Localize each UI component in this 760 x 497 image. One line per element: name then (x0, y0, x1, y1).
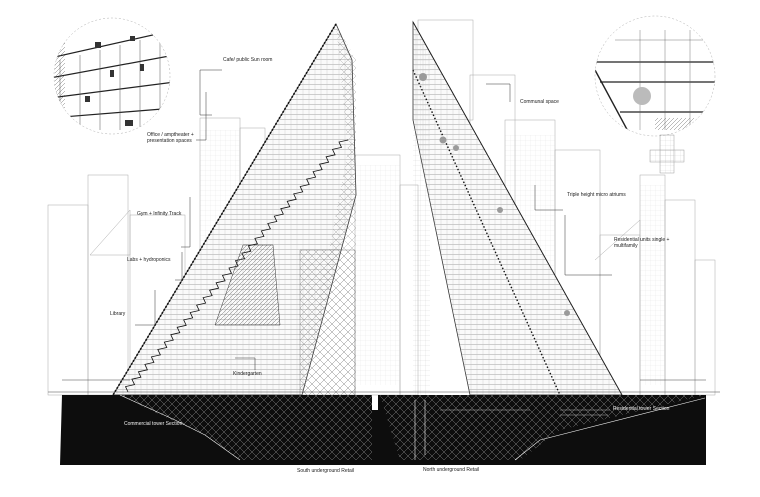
label-cafe: Cafe/ public Sun room (223, 57, 273, 63)
residential-detail-callout (595, 16, 715, 136)
label-library: Library (110, 311, 126, 317)
label-gym: Gym + Infinity Track (137, 211, 182, 217)
label-communal: Communal space (520, 99, 559, 105)
label-atriums: Triple height micro atriums (567, 192, 626, 198)
commercial-detail-callout (54, 18, 170, 134)
label-residential-section: Residential tower Section (613, 406, 670, 412)
label-south-retail: South underground Retail (297, 468, 354, 474)
label-commercial-section: Commercial tower Section (124, 421, 183, 427)
leader-lines (135, 69, 612, 370)
street-line (48, 379, 720, 393)
label-kindergarten: Kindergarten (233, 371, 262, 377)
residential-tower (412, 20, 623, 396)
label-labs: Labs + hydroponics (127, 257, 171, 263)
stepped-canopy (649, 134, 685, 174)
label-office: Office / amptheater + presentation space… (147, 132, 194, 144)
underground (60, 394, 706, 465)
label-residential-units: Residential units single + multifamily (614, 237, 670, 249)
commercial-tower (112, 23, 357, 396)
label-north-retail: North underground Retail (423, 467, 480, 473)
